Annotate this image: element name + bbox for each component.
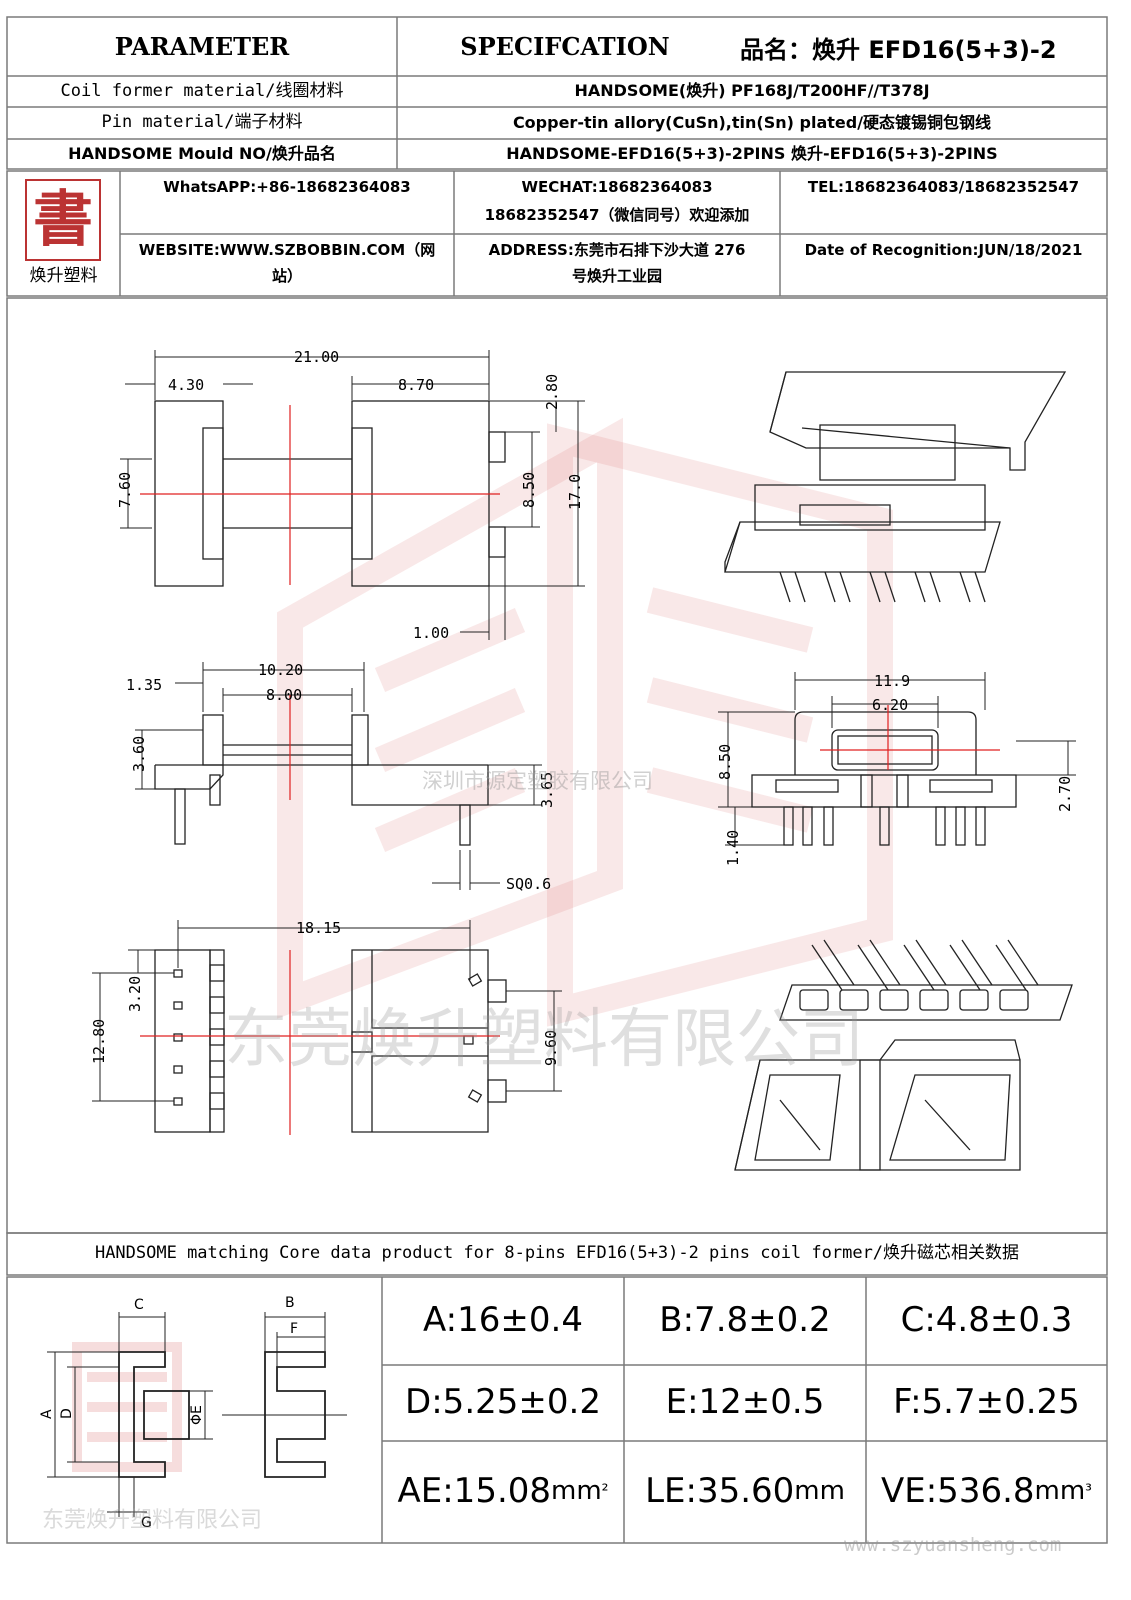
dim-21-00: 21.00: [294, 348, 340, 366]
specification-heading: SPECIFCATION: [460, 31, 670, 61]
row-value-coil-material: HANDSOME(焕升) PF168J/T200HF//T378J: [574, 81, 930, 101]
core-value-f: F:5.7±0.25: [893, 1382, 1080, 1423]
isometric-bottom-view: [734, 939, 1073, 1171]
product-name-label: 品名：: [740, 35, 812, 64]
core-le-unit: mm: [794, 1476, 845, 1507]
row-value-mould-no: HANDSOME-EFD16(5+3)-2PINS 焕升-EFD16(5+3)-…: [506, 143, 998, 163]
logo-watermark-icon: [277, 417, 893, 1027]
tel-contact: TEL:18682364083/18682352547: [807, 178, 1080, 197]
dim-sq0-6: SQ0.6: [506, 875, 552, 893]
core-logo-watermark-icon: [72, 1342, 182, 1472]
wechat-line2: 18682352547（微信同号）欢迎添加: [484, 206, 750, 225]
product-name: 品名： 焕升 EFD16(5+3)-2: [740, 32, 1057, 64]
row-label-coil-material: Coil former material/线圈材料: [60, 80, 344, 101]
core-label-b: B: [285, 1295, 295, 1311]
website-line1: WEBSITE:WWW.SZBOBBIN.COM（网: [138, 241, 436, 260]
dim-8-70: 8.70: [398, 376, 435, 394]
core-ve-number: VE:536.8: [880, 1471, 1035, 1512]
core-ve-unit: mm: [1034, 1476, 1086, 1507]
core-label-g: G: [141, 1515, 152, 1531]
core-watermark: 东莞焕升塑料有限公司: [42, 1508, 263, 1533]
product-name-value: 焕升 EFD16(5+3)-2: [812, 35, 1057, 64]
core-value-d: D:5.25±0.2: [405, 1382, 601, 1423]
logo-mark-icon: 書: [25, 179, 101, 261]
row-label-pin-material: Pin material/端子材料: [101, 112, 303, 133]
dim-12-80: 12.80: [90, 1018, 108, 1064]
dim-3-60: 3.60: [130, 735, 148, 772]
dim-8-50b: 8.50: [716, 743, 734, 780]
wechat-line1: WECHAT:18682364083: [521, 178, 713, 197]
recognition-date: Date of Recognition:JUN/18/2021: [804, 241, 1083, 260]
dim-1-00: 1.00: [413, 624, 450, 642]
core-label-f: F: [290, 1321, 298, 1337]
core-value-b: B:7.8±0.2: [659, 1300, 831, 1341]
core-diagram: C B F A D ΦE G: [39, 1295, 347, 1531]
core-ae-number: AE:15.08: [397, 1471, 552, 1512]
core-ve-exp: ³: [1085, 1481, 1092, 1502]
dim-1-40: 1.40: [724, 829, 742, 866]
dim-2-70: 2.70: [1056, 775, 1074, 812]
dim-2-80: 2.80: [543, 373, 561, 410]
address-line1: ADDRESS:东莞市石排下沙大道 276: [488, 241, 746, 260]
dim-1-35: 1.35: [126, 676, 163, 694]
dim-3-20: 3.20: [126, 975, 144, 1012]
core-value-a: A:16±0.4: [423, 1300, 583, 1341]
isometric-top-view: [724, 371, 1067, 603]
logo-caption: 焕升塑料: [29, 266, 98, 287]
core-value-e: E:12±0.5: [665, 1382, 825, 1423]
watermark-large: 东莞焕升塑料有限公司: [224, 1003, 864, 1077]
row-label-mould-no: HANDSOME Mould NO/焕升品名: [68, 143, 336, 163]
plan-view: [154, 949, 507, 1133]
dim-7-60: 7.60: [116, 471, 134, 508]
dim-17-0: 17.0: [566, 473, 584, 510]
core-data-title: HANDSOME matching Core data product for …: [94, 1243, 1020, 1264]
dim-18-15: 18.15: [296, 919, 342, 937]
row-value-pin-material: Copper-tin allory(CuSn),tin(Sn) plated/硬…: [512, 112, 992, 132]
core-label-a: A: [39, 1409, 55, 1419]
website-line2: 站）: [271, 267, 302, 286]
parameter-heading: PARAMETER: [114, 31, 290, 61]
whatsapp-contact: WhatsAPP:+86-18682364083: [163, 178, 411, 197]
dim-10-20: 10.20: [258, 661, 304, 679]
core-label-d: D: [59, 1408, 75, 1419]
dim-8-50: 8.50: [520, 471, 538, 508]
core-label-c: C: [134, 1297, 144, 1313]
core-le-number: LE:35.60: [645, 1471, 795, 1512]
address-line2: 号焕升工业园: [571, 267, 662, 286]
core-label-e: ΦE: [189, 1405, 205, 1425]
dim-8-00: 8.00: [266, 686, 303, 704]
side-view: [154, 714, 489, 846]
core-ae-unit: mm: [551, 1476, 602, 1507]
dim-4-30: 4.30: [168, 376, 205, 394]
core-ae-exp: ²: [601, 1481, 609, 1502]
company-logo: 書 焕升塑料: [7, 171, 120, 296]
footer-url-watermark: www.szyuansheng.com: [844, 1534, 1062, 1556]
watermark-small: 深圳市源定塑胶有限公司: [422, 769, 653, 793]
dim-6-20: 6.20: [872, 696, 909, 714]
core-value-c: C:4.8±0.3: [900, 1300, 1073, 1341]
dim-11-9: 11.9: [874, 672, 911, 690]
